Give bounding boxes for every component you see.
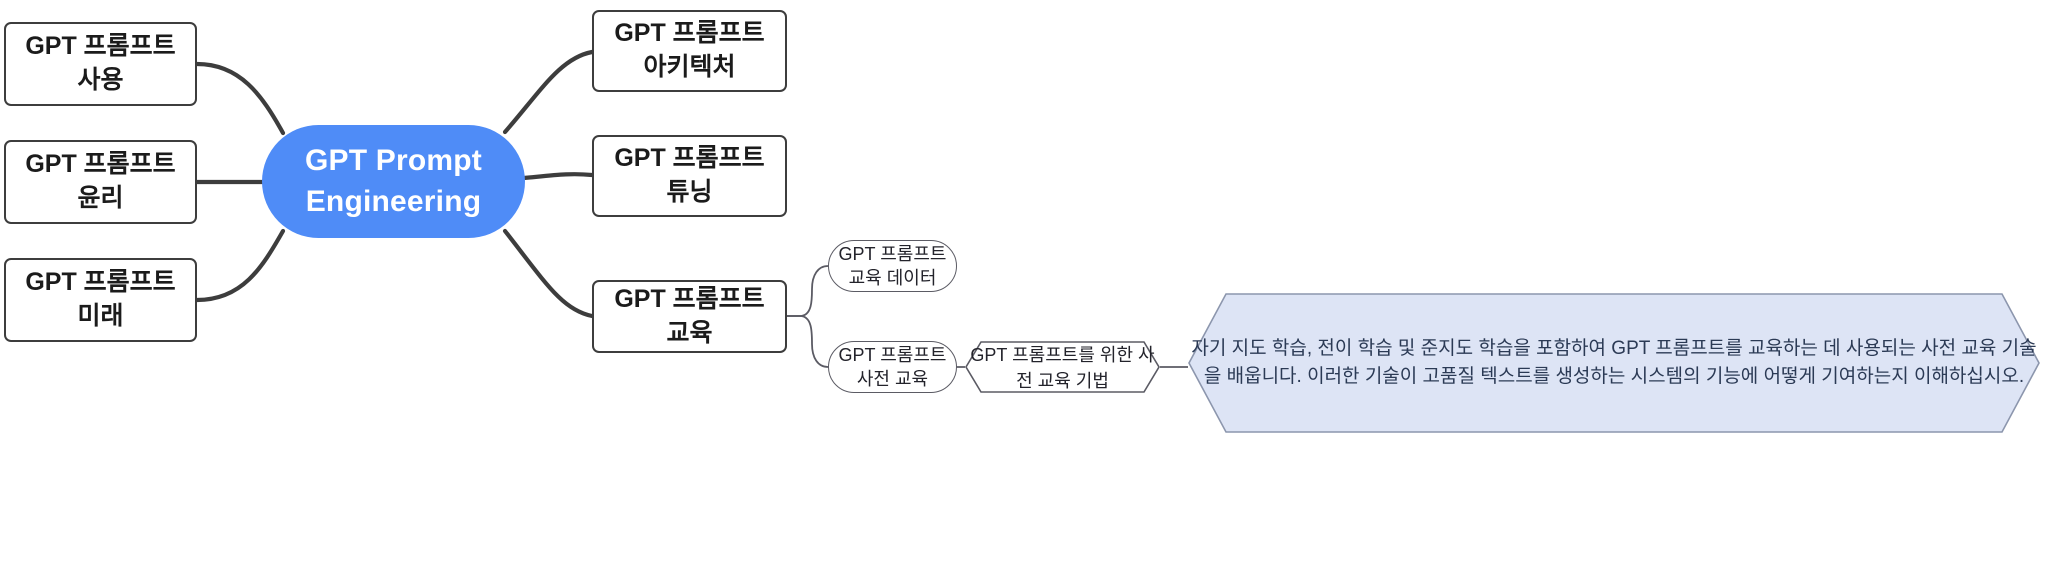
subnode-label-pretraining: GPT 프롬프트 사전 교육 bbox=[838, 344, 947, 389]
hexnode-shape bbox=[965, 341, 1160, 393]
center-node-gpt-prompt-engineering[interactable]: GPT Prompt Engineering bbox=[262, 125, 525, 238]
hexnode-label-pretraining-technique: GPT 프롬프트를 위한 사전 교육 기법 bbox=[970, 345, 1155, 391]
hexnode-pretraining-technique[interactable]: GPT 프롬프트를 위한 사전 교육 기법 bbox=[965, 341, 1160, 393]
branch-box-architecture[interactable]: GPT 프롬프트 아키텍처 bbox=[592, 10, 787, 92]
subnode-training-data[interactable]: GPT 프롬프트 교육 데이터 bbox=[828, 240, 957, 292]
branch-box-tuning[interactable]: GPT 프롬프트 튜닝 bbox=[592, 135, 787, 217]
branch-box-usage[interactable]: GPT 프롬프트 사용 bbox=[4, 22, 197, 106]
edge-center-to-tuning bbox=[521, 172, 595, 181]
edge-education-to-pretrain bbox=[786, 315, 829, 368]
edge-education-to-traindata bbox=[786, 265, 829, 317]
branch-label-tuning: GPT 프롬프트 튜닝 bbox=[614, 144, 765, 206]
callout-pretraining-description[interactable]: 자기 지도 학습, 전이 학습 및 준지도 학습을 포함하여 GPT 프롬프트를… bbox=[1188, 293, 2040, 433]
edge-center-to-architecture bbox=[502, 49, 595, 135]
branch-box-ethics[interactable]: GPT 프롬프트 윤리 bbox=[4, 140, 197, 224]
branch-label-ethics: GPT 프롬프트 윤리 bbox=[25, 150, 176, 212]
branch-label-future: GPT 프롬프트 미래 bbox=[25, 268, 176, 330]
subnode-pretraining[interactable]: GPT 프롬프트 사전 교육 bbox=[828, 341, 957, 393]
callout-shape bbox=[1188, 293, 2040, 433]
callout-label: 자기 지도 학습, 전이 학습 및 준지도 학습을 포함하여 GPT 프롬프트를… bbox=[1191, 337, 2037, 388]
branch-label-usage: GPT 프롬프트 사용 bbox=[25, 32, 176, 94]
edge-usage-to-center bbox=[194, 61, 286, 136]
edge-center-to-education bbox=[502, 228, 595, 319]
edge-future-to-center bbox=[194, 228, 286, 303]
subnode-label-training-data: GPT 프롬프트 교육 데이터 bbox=[838, 243, 947, 288]
branch-box-education[interactable]: GPT 프롬프트 교육 bbox=[592, 280, 787, 353]
center-node-label: GPT Prompt Engineering bbox=[304, 144, 482, 218]
branch-box-future[interactable]: GPT 프롬프트 미래 bbox=[4, 258, 197, 342]
branch-label-education: GPT 프롬프트 교육 bbox=[614, 284, 765, 347]
branch-label-architecture: GPT 프롬프트 아키텍처 bbox=[614, 19, 765, 81]
